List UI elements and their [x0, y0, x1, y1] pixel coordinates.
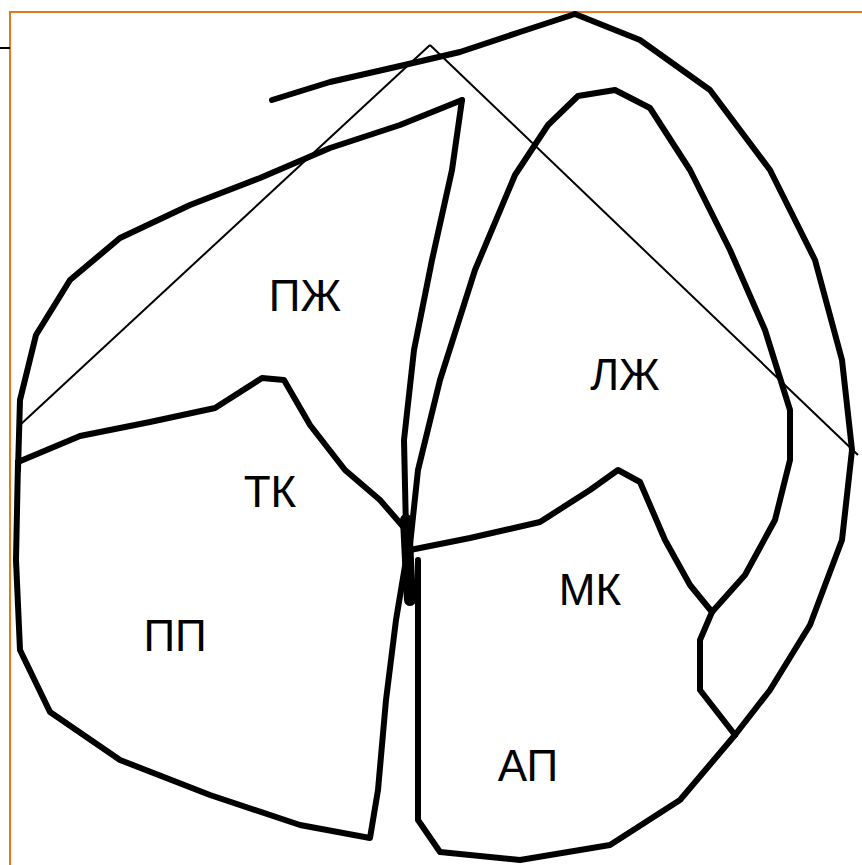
lv-inner-wall [410, 90, 790, 612]
lv-outer-wall [575, 14, 852, 735]
chamber-label: ПЖ [265, 272, 345, 320]
chamber-label: ТК [240, 468, 301, 516]
epicardium-top [272, 14, 575, 100]
rv-outer-wall [18, 100, 462, 470]
septum-right [404, 100, 462, 530]
chamber-label: ЛЖ [586, 351, 664, 399]
tricuspid-valve [18, 378, 406, 530]
septum-junction [406, 520, 410, 600]
axis-line [20, 45, 430, 425]
axis-line [430, 45, 858, 455]
frame-tick [0, 47, 10, 49]
frame-border [10, 12, 862, 865]
ra-wall [16, 462, 406, 838]
chamber-label: АП [494, 742, 562, 790]
frame-line [10, 12, 862, 865]
chamber-label: МК [555, 566, 625, 614]
la-wall [418, 560, 735, 860]
chamber-label: ПП [139, 612, 210, 660]
la-right-wall [700, 612, 735, 735]
